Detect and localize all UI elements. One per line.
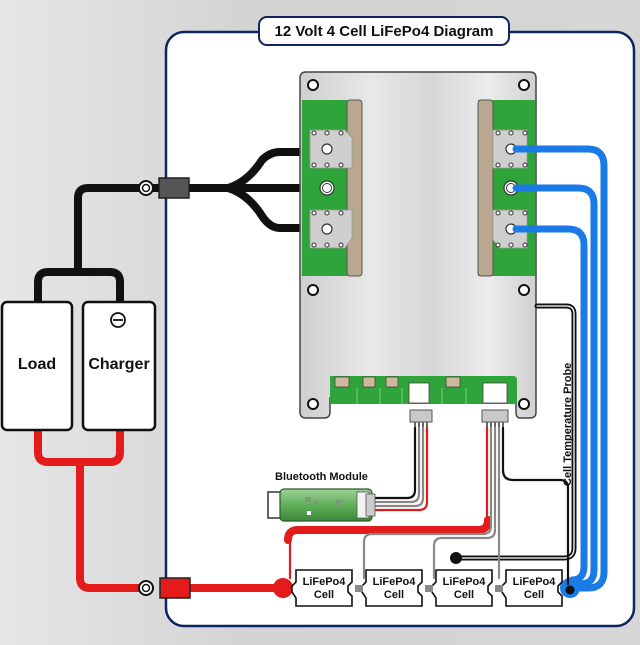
cell-1-type: Cell: [313, 589, 335, 601]
cell-3-type: Cell: [453, 589, 475, 601]
cell-4-type: Cell: [523, 589, 545, 601]
cell-3-label: LiFePo4 Cell: [434, 576, 494, 602]
left-terminal-pads: [309, 129, 353, 249]
cell-1-label: LiFePo4 Cell: [294, 576, 354, 602]
load-box: [0, 300, 74, 432]
diagram-title: 12 Volt 4 Cell LiFePo4 Diagram: [258, 16, 510, 46]
positive-cell-terminal: [273, 578, 293, 598]
charger-box: [81, 300, 157, 432]
bms-connector-plugs: [409, 409, 509, 428]
cell-sense-harness: [288, 426, 570, 586]
charger-label: Charger: [88, 356, 150, 373]
minus-circle-icon: [110, 312, 126, 328]
bluetooth-module: [267, 488, 376, 522]
cell-2-label: LiFePo4 Cell: [364, 576, 424, 602]
cell-1-chem: LiFePo4: [302, 576, 346, 588]
negative-ring-terminal: [138, 177, 190, 199]
cell-4-chem: LiFePo4: [512, 576, 556, 588]
mount-holes: [307, 79, 530, 410]
bluetooth-harness: [373, 426, 429, 512]
bms-board: [299, 71, 537, 419]
cell-2-type: Cell: [383, 589, 405, 601]
cell-2-chem: LiFePo4: [372, 576, 416, 588]
cell-4-label: LiFePo4 Cell: [504, 576, 564, 602]
temperature-probe-label: Cell Temperature Probe: [562, 362, 574, 486]
load-label: Load: [17, 356, 57, 373]
balance-wires: [512, 145, 608, 592]
cell-interconnects: [355, 585, 503, 592]
negative-cell-terminal: [565, 585, 575, 595]
battery-cells: [291, 569, 563, 607]
temperature-probe-tip: [450, 552, 462, 564]
bluetooth-module-label: Bluetooth Module: [275, 471, 368, 483]
positive-ring-terminal: [138, 577, 191, 599]
cell-3-chem: LiFePo4: [442, 576, 486, 588]
right-terminal-pads: [492, 129, 528, 249]
cell-1: [291, 569, 353, 607]
